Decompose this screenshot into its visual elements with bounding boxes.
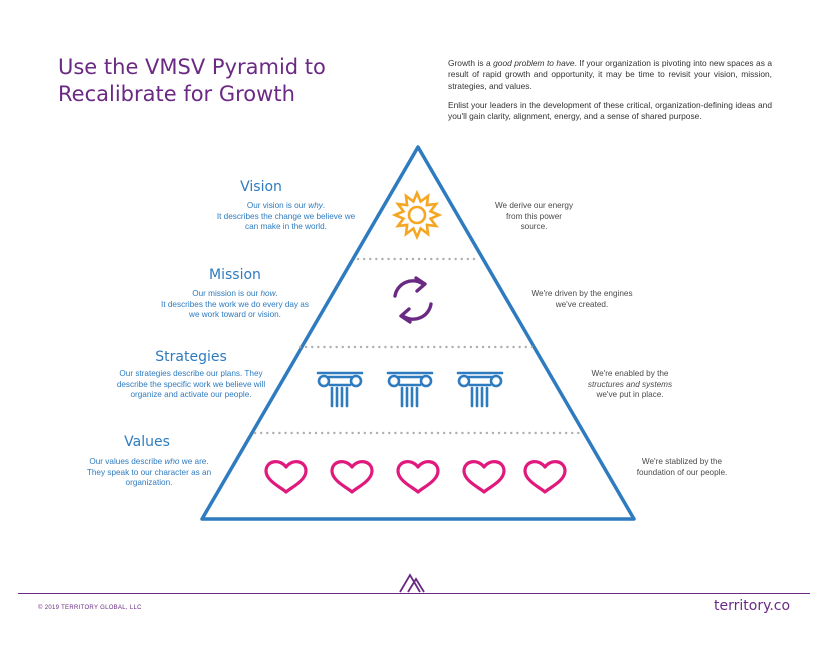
sun-icon	[391, 189, 443, 241]
mission-description: Our mission is our how.It describes the …	[160, 289, 310, 321]
intro-p1-start: Growth is a	[448, 58, 494, 68]
intro-text: Growth is a good problem to have. If you…	[448, 58, 772, 130]
strategies-label-group: Strategies	[136, 349, 246, 365]
vision-desc-start: Our vision is our	[246, 201, 309, 210]
vision-desc-end: .	[322, 201, 326, 210]
strategies-right-emphasis: structures and systems	[587, 379, 673, 389]
footer-logo-mountain-icon	[399, 573, 425, 593]
values-heading: Values	[124, 434, 170, 450]
mission-desc-detail: It describes the work we do every day as…	[161, 299, 309, 320]
intro-p1-emphasis: good problem to have	[493, 58, 575, 68]
mission-right-text: We're driven by the engines we've create…	[531, 289, 633, 309]
strategies-right-end: we've put in place.	[596, 390, 664, 399]
strategies-heading: Strategies	[155, 349, 227, 365]
values-right-text: We're stablized by the foundation of our…	[636, 457, 728, 477]
copyright-text: © 2019 TERRITORY GLOBAL, LLC	[38, 605, 142, 611]
column-capital-icon	[316, 371, 364, 408]
vision-desc-detail: It describes the change we believe we ca…	[216, 211, 356, 232]
mission-desc-start: Our mission is our	[192, 289, 261, 298]
brand-link[interactable]: territory.co	[714, 598, 791, 614]
vision-right-text: We derive our energy from this power sou…	[494, 201, 574, 231]
heart-icon	[396, 460, 440, 494]
vision-description: Our vision is our why.It describes the c…	[214, 201, 358, 233]
values-desc-detail: They speak to our character as an organi…	[86, 467, 212, 488]
values-desc-emphasis: who	[164, 457, 180, 466]
title-line-1: Use the VMSV Pyramid to	[58, 55, 326, 79]
vision-label-group: Vision	[206, 179, 316, 195]
title-line-2: Recalibrate for Growth	[58, 82, 295, 106]
mission-heading: Mission	[209, 267, 261, 283]
vision-heading: Vision	[240, 179, 282, 195]
pyramid-outline	[200, 145, 636, 521]
footer-divider	[18, 593, 810, 594]
cycle-arrows-icon	[393, 276, 433, 324]
strategies-description: Our strategies describe our plans. They …	[116, 369, 266, 399]
strategies-right-text: We're enabled by the structures and syst…	[578, 369, 682, 401]
values-desc-start: Our values describe	[89, 457, 165, 466]
column-capital-icon	[456, 371, 504, 408]
column-capital-icon	[386, 371, 434, 408]
page-title: Use the VMSV Pyramid to Recalibrate for G…	[58, 54, 398, 108]
heart-icon	[330, 460, 374, 494]
values-description: Our values describe who we are.They spea…	[76, 457, 222, 489]
mission-label-group: Mission	[180, 267, 290, 283]
values-label-group: Values	[92, 434, 202, 450]
vision-desc-emphasis: why	[308, 201, 323, 210]
strategies-right-start: We're enabled by the	[591, 369, 669, 378]
intro-paragraph-2: Enlist your leaders in the development o…	[448, 99, 772, 122]
values-desc-end: we are.	[179, 457, 209, 466]
intro-p1-end: . If your organization is pivoting into …	[448, 58, 773, 91]
heart-icon	[264, 460, 308, 494]
heart-icon	[462, 460, 506, 494]
intro-paragraph-1: Growth is a good problem to have. If you…	[448, 58, 772, 92]
mission-desc-end: .	[275, 289, 278, 298]
heart-icon	[523, 460, 567, 494]
mission-desc-emphasis: how	[260, 289, 276, 298]
